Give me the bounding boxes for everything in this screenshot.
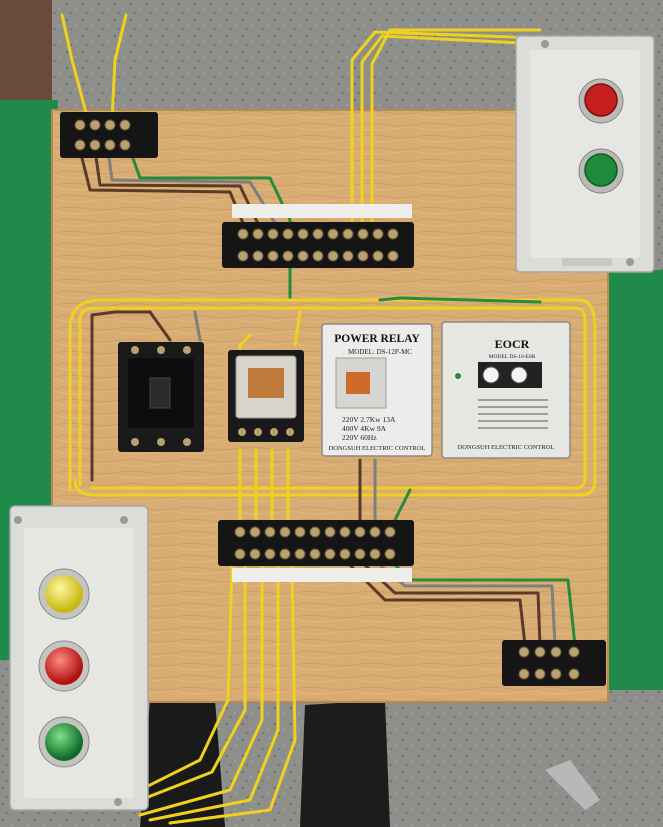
eocr-brand: DONGSUH ELECTRIC CONTROL: [458, 444, 555, 451]
eocr-dial-left[interactable]: [482, 366, 500, 384]
start-button-green[interactable]: [584, 153, 618, 187]
eocr-title: EOCR: [495, 337, 530, 351]
power-relay-rating-2: 400V 4Kw 9A: [342, 424, 387, 433]
pushbutton-box-top-right: [515, 35, 655, 273]
terminal-block-middle: [222, 204, 414, 268]
label-strip-top: [232, 204, 412, 218]
power-relay: [321, 323, 433, 457]
eocr-unit: [441, 321, 571, 459]
eocr-dial-right[interactable]: [510, 366, 528, 384]
terminal-block-bottom-right: [502, 640, 606, 686]
label-strip-bottom: [232, 568, 412, 582]
eocr-model: MODEL DS-10-E0R: [489, 354, 536, 360]
wire-harness: [60, 13, 597, 825]
relay-socket: [228, 350, 304, 442]
green-table-right: [605, 270, 663, 690]
circuit-breaker: [118, 342, 204, 452]
brown-edge: [0, 0, 52, 100]
breaker-lever[interactable]: [149, 377, 171, 409]
pilot-lamp-green: [45, 723, 83, 761]
power-relay-rating-3: 220V 60Hz: [342, 433, 377, 442]
power-relay-model: MODEL: DS-12P-MC: [348, 348, 412, 356]
power-relay-rating-1: 220V 2.7Kw 13A: [342, 415, 396, 424]
power-relay-brand: DONGSUH ELECTRIC CONTROL: [329, 445, 426, 452]
stop-button-red[interactable]: [584, 83, 618, 117]
metal-tool: [545, 760, 600, 810]
shoe-right: [300, 700, 390, 827]
shoe-left: [140, 700, 225, 827]
eocr-led: [455, 373, 461, 379]
terminal-block-top-left: [60, 112, 158, 158]
pilot-lamp-red: [45, 647, 83, 685]
power-relay-title: POWER RELAY: [334, 333, 420, 345]
terminal-block-lower: [218, 520, 414, 582]
pilot-lamp-box-bottom-left: [9, 505, 149, 811]
pilot-lamp-yellow: [45, 575, 83, 613]
